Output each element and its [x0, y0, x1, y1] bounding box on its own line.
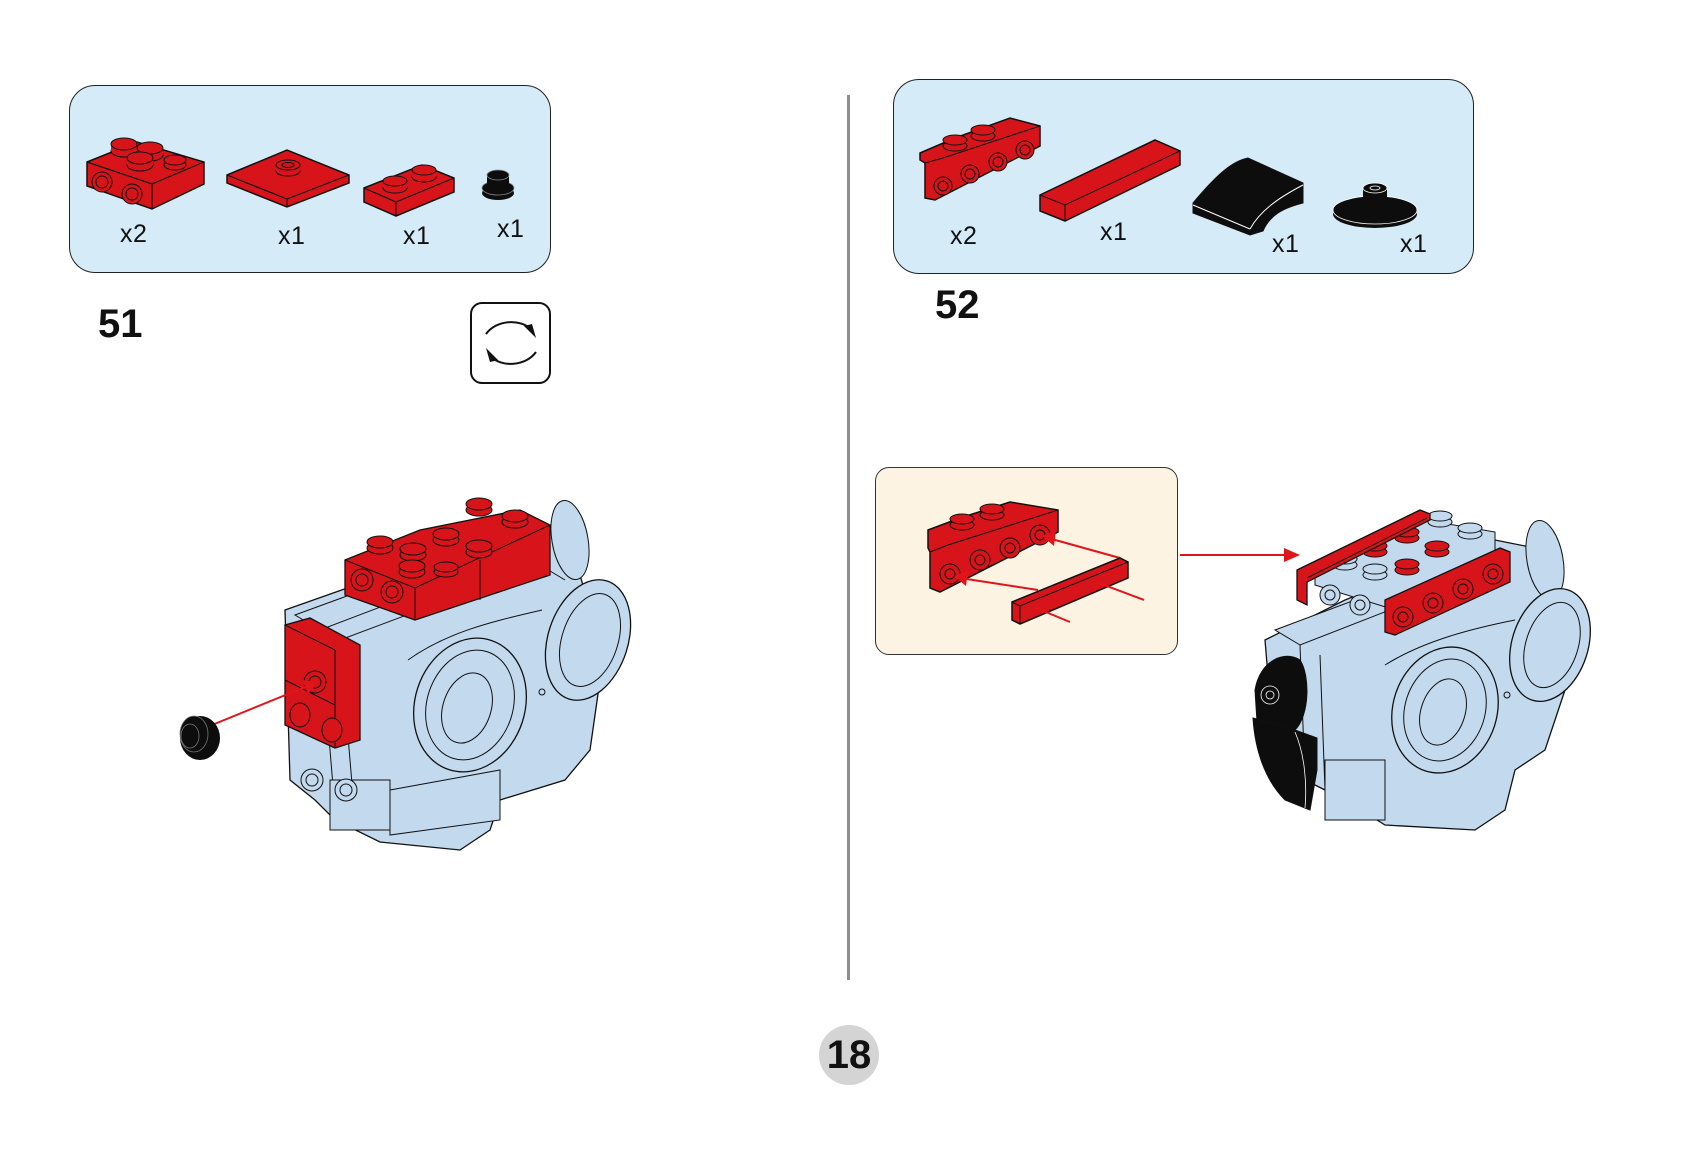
red-tile-1x4-icon [1039, 139, 1181, 222]
red-bracket-icon [919, 117, 1041, 201]
callout-to-model-arrow [1180, 548, 1300, 562]
red-plate-side [284, 617, 361, 749]
step-52-part-2-qty: x1 [1100, 218, 1128, 246]
step-51-number: 51 [98, 302, 143, 346]
step-51-part-4-qty: x1 [497, 215, 525, 243]
black-round-plate-icon [481, 169, 515, 200]
step-52-model [1252, 509, 1591, 831]
black-side-pieces [1252, 655, 1318, 811]
step-52-parts-panel [893, 79, 1474, 274]
page-divider [847, 95, 850, 980]
step-51-part-3-qty: x1 [403, 222, 431, 250]
step-52-part-1-qty: x2 [950, 222, 978, 250]
red-bricks-top [344, 497, 551, 621]
step-51-part-2-qty: x1 [278, 222, 306, 250]
step-51-part-1-qty: x2 [120, 220, 148, 248]
black-round-plate-part [179, 715, 220, 760]
light-blue-body [1264, 519, 1591, 831]
black-curved-slope-icon [1192, 157, 1304, 236]
callout-bracket-and-tile [927, 501, 1145, 625]
step-52-part-4-qty: x1 [1400, 230, 1428, 258]
red-plate-1x2-icon [363, 164, 455, 217]
rotate-model-icon [470, 302, 551, 384]
step-52-part-3-qty: x1 [1272, 230, 1300, 258]
black-dish-icon [1332, 182, 1418, 228]
top-bricks [1296, 509, 1511, 636]
page-number-badge: 18 [819, 1025, 879, 1085]
step-51-model [179, 497, 632, 851]
insert-arrow [211, 684, 311, 726]
red-jumper-plate-icon [226, 149, 350, 208]
red-plate-side-studs-icon [86, 137, 205, 210]
step-52-number: 52 [935, 283, 980, 327]
